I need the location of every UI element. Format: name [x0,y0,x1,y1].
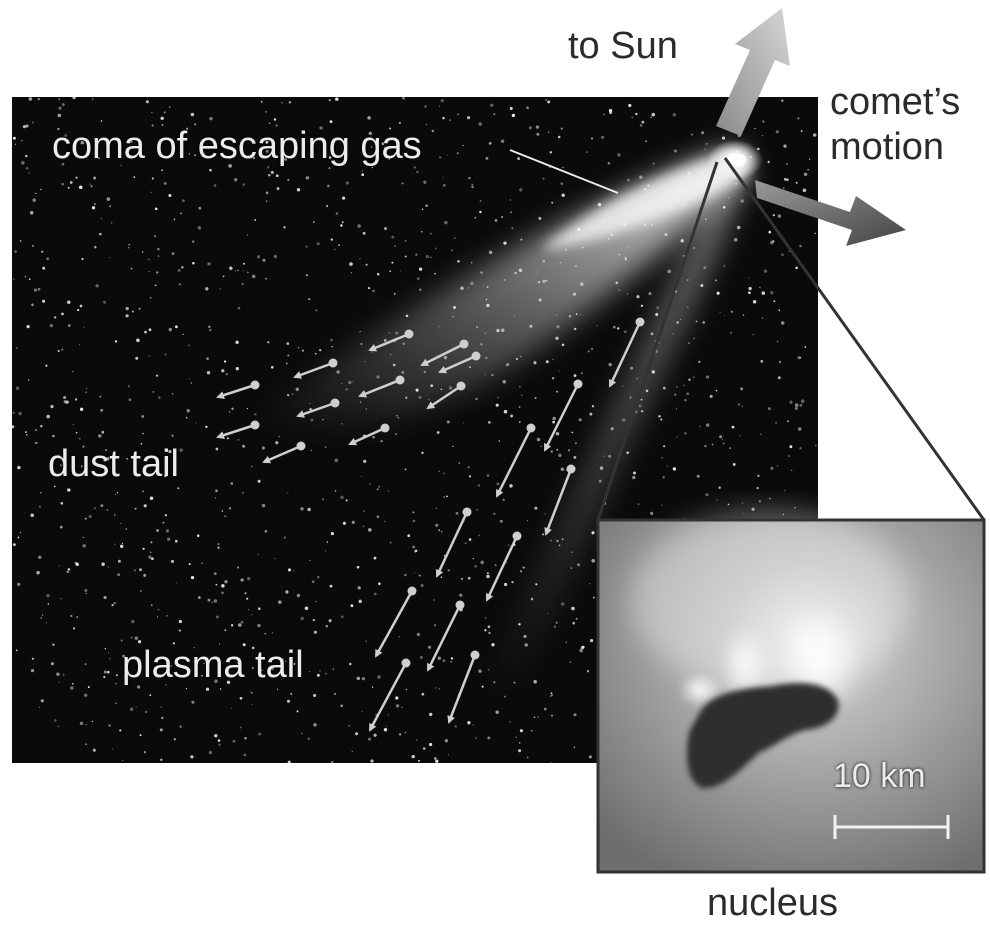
plasma-particle-arrow [374,586,417,658]
dust-particle-arrow [358,375,405,398]
dust-particle-arrow [348,423,390,446]
zoom-line-right [723,157,986,521]
dust-particle-arrow [296,398,340,418]
scale-label: 10 km [833,757,926,795]
coma-label: coma of escaping gas [52,125,422,167]
comets-motion-line2: motion [830,125,945,168]
plasma-particle-arrow [447,650,480,724]
plasma-particle-arrow [608,317,645,388]
nucleus-label: nucleus [707,882,838,924]
plasma-particle-arrow [426,600,465,672]
zoom-line-left [596,161,719,521]
comets-motion-label: comet’s motion [830,80,960,170]
dust-tail-label: dust tail [48,443,179,485]
plasma-particle-arrow [368,658,411,732]
coma-glow [540,150,748,250]
to-sun-label: to Sun [568,25,678,67]
dust-particle-arrow [438,351,481,374]
to-sun-arrow [716,8,790,136]
plasma-particle-arrow [495,423,536,498]
dust-particle-arrow [216,380,260,399]
plasma-particle-arrow [485,531,522,602]
comet-glow [250,140,763,700]
dust-particle-arrows [216,329,481,464]
dust-particle-arrow [426,381,466,410]
plasma-tail-label: plasma tail [122,644,304,686]
dust-particle-arrow [420,339,469,367]
dust-particle-arrow [293,358,338,379]
plasma-particle-arrow [435,507,472,578]
plasma-tail-glow [480,160,745,700]
plasma-particle-arrows [368,317,645,732]
nucleus-inset [596,510,986,874]
nucleus-body [686,682,839,789]
dust-particle-arrow [216,420,260,439]
plasma-particle-arrow [543,379,583,452]
coma-pointer-line [509,149,619,194]
comets-motion-line1: comet’s [830,81,961,123]
dust-particle-arrow [262,441,306,464]
comet-motion-arrow [755,180,906,246]
scale-bar [833,815,950,839]
dust-particle-arrow [368,329,414,352]
plasma-particle-arrow [544,464,576,536]
